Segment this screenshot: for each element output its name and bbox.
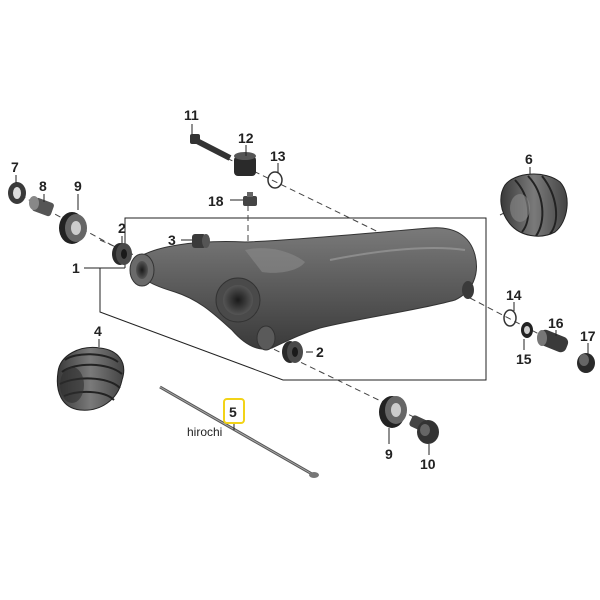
watermark-text: hirochi bbox=[187, 425, 222, 439]
bearing-2-upper bbox=[112, 243, 132, 265]
callout-2-upper: 2 bbox=[118, 220, 126, 236]
nut-12 bbox=[234, 152, 256, 176]
callout-5-highlight bbox=[223, 398, 245, 424]
callout-13: 13 bbox=[270, 148, 286, 164]
callout-12: 12 bbox=[238, 130, 254, 146]
callout-11: 11 bbox=[184, 107, 199, 123]
callout-17: 17 bbox=[580, 328, 596, 344]
swing-arm bbox=[129, 227, 477, 351]
leader-lines bbox=[15, 124, 589, 455]
washer-15 bbox=[521, 322, 533, 338]
callout-6: 6 bbox=[525, 151, 533, 167]
callout-16: 16 bbox=[548, 315, 564, 331]
clip-18 bbox=[243, 192, 257, 206]
callout-14: 14 bbox=[506, 287, 522, 303]
callout-9-upper: 9 bbox=[74, 178, 82, 194]
callout-8: 8 bbox=[39, 178, 47, 194]
callout-7: 7 bbox=[11, 159, 19, 175]
callout-4: 4 bbox=[94, 323, 102, 339]
sleeve-16 bbox=[537, 329, 569, 353]
callout-2-lower: 2 bbox=[316, 344, 324, 360]
bolt-11 bbox=[190, 134, 232, 161]
assembly-frame bbox=[99, 217, 487, 381]
callout-15: 15 bbox=[516, 351, 532, 367]
callout-1: 1 bbox=[72, 260, 80, 276]
callout-3: 3 bbox=[168, 232, 176, 248]
rod-5 bbox=[159, 385, 319, 478]
callout-10: 10 bbox=[420, 456, 436, 472]
bushing-3 bbox=[192, 234, 210, 248]
callout-9-lower: 9 bbox=[385, 446, 393, 462]
washer-7 bbox=[8, 182, 26, 204]
bearing-2-lower bbox=[282, 341, 303, 363]
o-ring-13 bbox=[267, 171, 283, 189]
pivot-pin-10 bbox=[409, 415, 439, 444]
bearing-cup-9-upper bbox=[59, 212, 87, 244]
sleeve-8 bbox=[29, 196, 54, 217]
callout-18: 18 bbox=[208, 193, 224, 209]
cap-17 bbox=[577, 353, 595, 373]
bearing-cup-9-lower bbox=[379, 396, 407, 428]
o-ring-14 bbox=[503, 309, 517, 327]
rubber-boot-6 bbox=[500, 173, 568, 237]
callout-5: 5 bbox=[229, 404, 237, 420]
rubber-boot-4 bbox=[56, 346, 125, 411]
